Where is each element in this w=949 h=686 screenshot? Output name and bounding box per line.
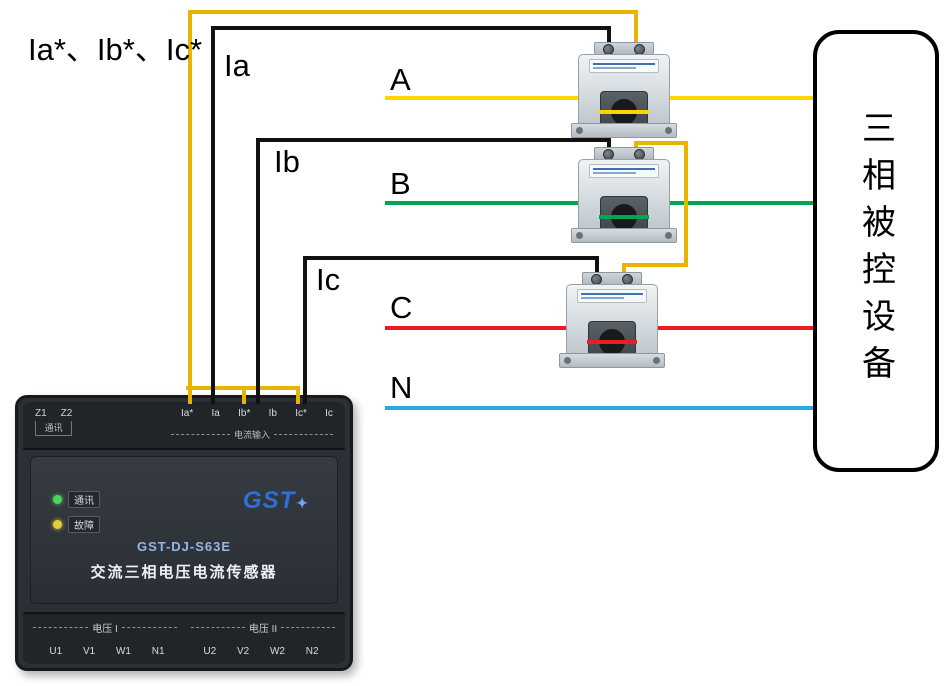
secondary-wire-ct2-drop xyxy=(634,141,638,152)
sensor-device: Z1 Z2 通讯 Ia* Ia Ib* Ib Ic* Ic 电流输入 通讯 xyxy=(15,395,353,671)
ct-body xyxy=(578,54,670,133)
neutral-line xyxy=(385,406,820,410)
comm-group-label: 通讯 xyxy=(35,421,73,436)
sensor-front-panel: 通讯 故障 GST✦ GST-DJ-S63E 交流三相电压电流传感器 xyxy=(30,456,338,604)
ct-nameplate xyxy=(577,289,647,303)
current-transformer-b xyxy=(571,147,677,243)
terminal-ic-star: Ic* xyxy=(295,408,307,419)
terminal-w1: W1 xyxy=(115,646,131,657)
current-terminals-row: Ia* Ia Ib* Ib Ic* Ic xyxy=(181,408,333,419)
voltage-group-labels: 电压 I 电压 II xyxy=(33,620,335,635)
terminal-ib: Ib xyxy=(268,408,277,419)
ct-through-wire xyxy=(587,340,637,344)
brand-text: GST xyxy=(242,487,296,514)
primary-wire-ia-ct1-drop xyxy=(607,26,611,46)
secondary-wire-ct3-drop xyxy=(622,263,626,277)
fault-led-icon xyxy=(53,520,62,529)
sensor-top-terminal-strip: Z1 Z2 通讯 Ia* Ia Ib* Ib Ic* Ic 电流输入 xyxy=(23,402,345,450)
voltage2-terminals: U2 V2 W2 N2 xyxy=(193,646,329,657)
ct-mounting-base xyxy=(571,228,677,243)
secondary-wire-ct3-link xyxy=(622,263,688,267)
model-number: GST-DJ-S63E xyxy=(136,539,232,554)
led-indicators: 通讯 故障 xyxy=(53,491,100,533)
primary-wire-ib-ct2-drop xyxy=(607,138,611,152)
terminal-w2: W2 xyxy=(269,646,285,657)
brand-star-icon: ✦ xyxy=(296,495,309,511)
primary-wire-ic-drop xyxy=(303,256,307,404)
comm-led-label: 通讯 xyxy=(68,491,100,508)
neutral-label: N xyxy=(390,370,413,405)
secondary-wire-ct1-drop xyxy=(634,10,638,46)
sensor-bottom-terminal-strip: 电压 I 电压 II U1 V1 W1 N1 U2 V2 W2 N2 xyxy=(23,612,345,664)
phase-c-label: C xyxy=(390,290,413,325)
current-input-group-label: 电流输入 xyxy=(171,428,333,441)
primary-wire-ic-run xyxy=(303,256,599,260)
terminal-z2: Z2 xyxy=(60,408,73,419)
wire-label-ib: Ib xyxy=(274,144,300,179)
terminal-v1: V1 xyxy=(82,646,96,657)
fault-led-label: 故障 xyxy=(68,516,100,533)
voltage-terminals-row: U1 V1 W1 N1 U2 V2 W2 N2 xyxy=(39,646,329,657)
comm-terminal-group: Z1 Z2 通讯 xyxy=(35,408,73,436)
phase-a-label: A xyxy=(390,62,411,97)
terminal-v2: V2 xyxy=(236,646,250,657)
three-phase-load-box: 三相被控设备 xyxy=(813,30,939,472)
terminal-u1: U1 xyxy=(49,646,63,657)
secondary-wire-ct2-link xyxy=(634,141,688,145)
terminal-ia: Ia xyxy=(211,408,220,419)
terminal-n2: N2 xyxy=(305,646,319,657)
ct-mounting-base xyxy=(559,353,665,368)
ct-terminal-block xyxy=(582,272,642,287)
current-transformer-a xyxy=(571,42,677,138)
secondary-wire-ib-star-stub xyxy=(242,386,246,404)
voltage2-group-label: 电压 II xyxy=(191,620,335,635)
comm-led-row: 通讯 xyxy=(53,491,100,508)
terminal-n1: N1 xyxy=(151,646,165,657)
primary-wire-ib-run xyxy=(256,138,611,142)
terminal-u2: U2 xyxy=(203,646,217,657)
primary-wire-ib-drop xyxy=(256,138,260,404)
secondary-wire-right-riser xyxy=(684,141,688,267)
comm-led-icon xyxy=(53,495,62,504)
secondary-wire-top-run xyxy=(188,10,638,14)
ct-nameplate xyxy=(589,164,659,178)
phase-b-label: B xyxy=(390,166,411,201)
terminal-ib-star: Ib* xyxy=(238,408,251,419)
ct-body xyxy=(566,284,658,363)
voltage1-group-label: 电压 I xyxy=(33,620,177,635)
primary-wire-ia-run xyxy=(211,26,611,30)
secondary-wire-ic-star-stub xyxy=(296,386,300,404)
load-box-label: 三相被控设备 xyxy=(856,110,895,392)
voltage1-terminals: U1 V1 W1 N1 xyxy=(39,646,175,657)
terminal-ic: Ic xyxy=(325,408,333,419)
secondary-wire-left-drop xyxy=(188,10,192,404)
terminal-z1: Z1 xyxy=(35,408,47,419)
brand-logo: GST✦ xyxy=(243,487,309,515)
fault-led-row: 故障 xyxy=(53,516,100,533)
ct-through-wire xyxy=(599,215,649,219)
primary-wire-ic-ct3-drop xyxy=(595,256,599,276)
current-transformer-c xyxy=(559,272,665,368)
wire-label-ic: Ic xyxy=(316,262,341,297)
ct-body xyxy=(578,159,670,238)
secondary-wires-group-label: Ia*、Ib*、Ic* xyxy=(28,32,203,67)
ct-nameplate xyxy=(589,59,659,73)
ct-mounting-base xyxy=(571,123,677,138)
wire-label-ia: Ia xyxy=(224,48,250,83)
primary-wire-ia-drop xyxy=(211,26,215,404)
terminal-ia-star: Ia* xyxy=(181,408,194,419)
ct-through-wire xyxy=(599,110,649,114)
product-name: 交流三相电压电流传感器 xyxy=(90,564,278,581)
